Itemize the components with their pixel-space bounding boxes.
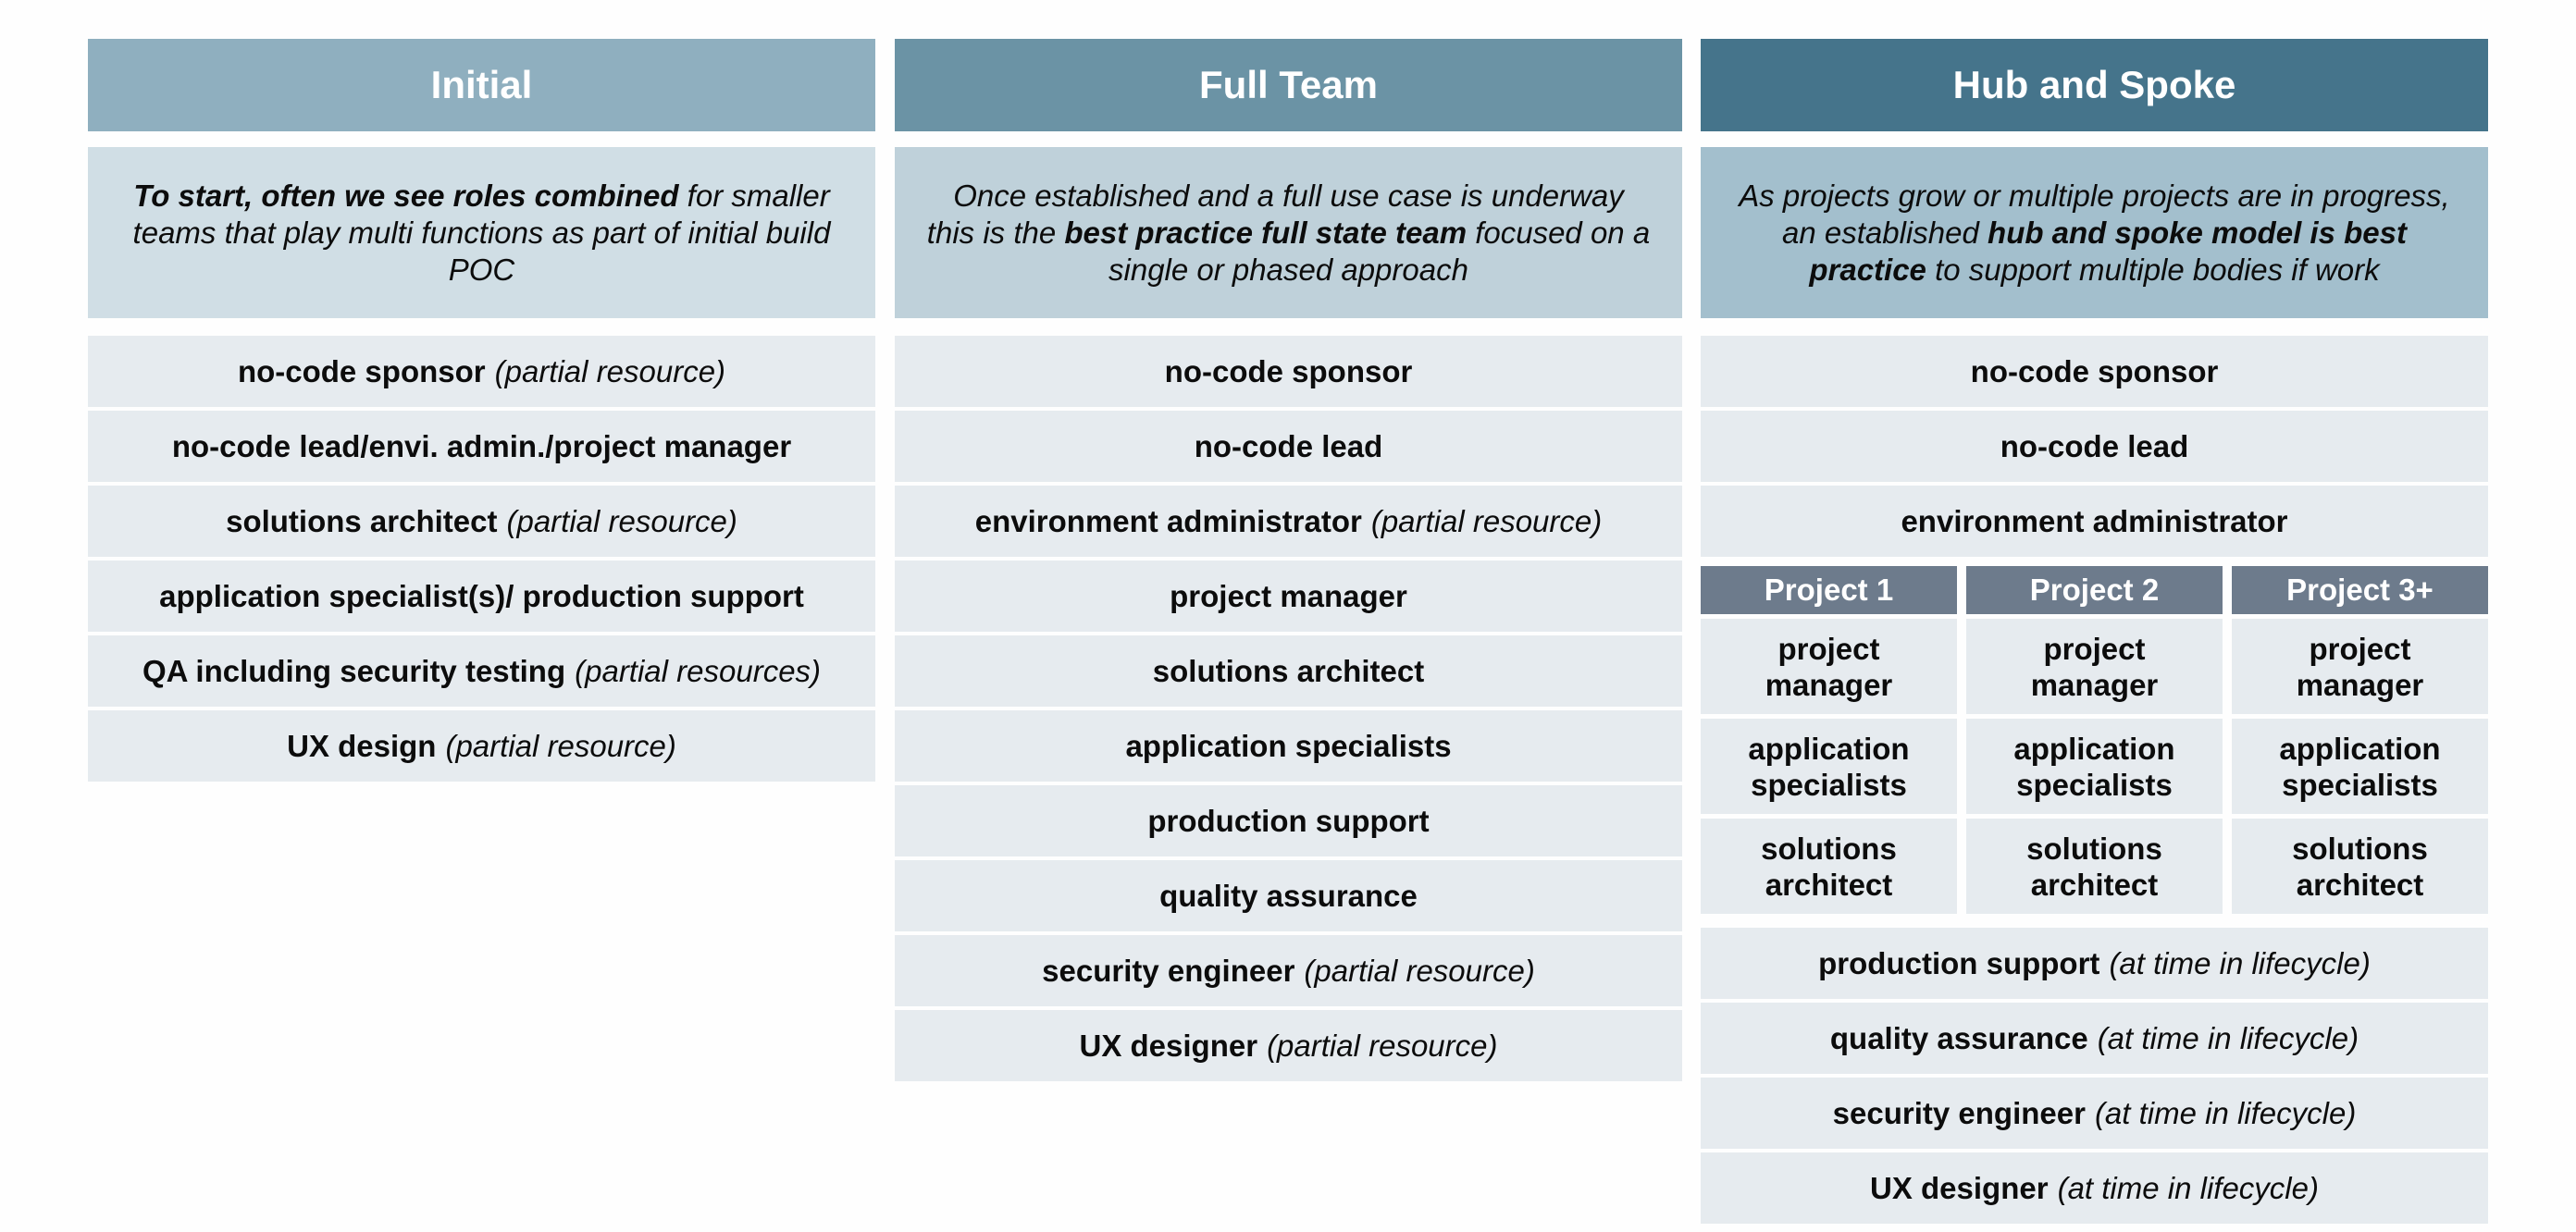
description-bold: hub and spoke model is best practice <box>1809 215 2407 287</box>
project-header: Project 3+ <box>2232 566 2488 614</box>
role-row: UX designer(at time in lifecycle) <box>1701 1152 2488 1224</box>
column-header-full-team: Full Team <box>895 39 1682 131</box>
description-bold: To start, often we see roles combined <box>133 178 679 213</box>
description-text: As projects grow or multiple projects ar… <box>1739 178 2450 250</box>
role-row: quality assurance <box>895 860 1682 931</box>
role-row: UX design(partial resource) <box>88 710 875 782</box>
column-hub-and-spoke: Hub and Spoke As projects grow or multip… <box>1701 39 2488 1227</box>
role-row: application specialists <box>895 710 1682 782</box>
role-note: (at time in lifecycle) <box>2057 1170 2319 1205</box>
project-role: project manager <box>1701 619 1957 714</box>
project-role: solutions architect <box>1966 819 2223 914</box>
role-name: no-code sponsor <box>1970 353 2219 388</box>
description-bold: best practice full state team <box>1064 215 1468 250</box>
role-note: (partial resource) <box>1370 503 1603 538</box>
project-role: solutions architect <box>2232 819 2488 914</box>
role-name: solutions architect <box>226 503 498 538</box>
project-column: Project 1 project manager application sp… <box>1701 566 1957 914</box>
role-note: (partial resource) <box>445 728 676 763</box>
project-role: solutions architect <box>1701 819 1957 914</box>
role-row: UX designer (partial resource) <box>895 1010 1682 1081</box>
column-description-full-team: Once established and a full use case is … <box>895 147 1682 318</box>
role-name: no-code sponsor <box>1164 353 1413 388</box>
role-note: (partial resources) <box>575 653 822 688</box>
role-row: solutions architect <box>895 635 1682 707</box>
role-row: no-code lead <box>895 411 1682 482</box>
project-role: application specialists <box>1966 719 2223 814</box>
project-column: Project 3+ project manager application s… <box>2232 566 2488 914</box>
role-note: (at time in lifecycle) <box>2109 945 2371 980</box>
project-header: Project 1 <box>1701 566 1957 614</box>
column-description-initial: To start, often we see roles combined fo… <box>88 147 875 318</box>
role-row: project manager <box>895 561 1682 632</box>
role-name: environment administrator <box>974 503 1362 538</box>
role-name: no-code sponsor <box>237 353 486 388</box>
description-text: for smaller teams that play multi functi… <box>132 178 831 287</box>
role-note: (partial resource) <box>1304 953 1535 988</box>
role-name: no-code lead <box>2000 428 2189 463</box>
role-list-hub: no-code sponsor no-code lead environment… <box>1701 336 2488 557</box>
role-name: production support <box>1147 803 1430 838</box>
role-name: quality assurance <box>1159 878 1418 913</box>
role-name: production support <box>1818 945 2100 980</box>
role-note: (at time in lifecycle) <box>2097 1020 2359 1055</box>
role-row: security engineer (partial resource) <box>895 935 1682 1006</box>
role-name: QA including security testing <box>142 653 566 688</box>
role-name: security engineer <box>1042 953 1295 988</box>
column-header-initial: Initial <box>88 39 875 131</box>
role-name: UX designer <box>1079 1028 1258 1063</box>
role-row: QA including security testing (partial re… <box>88 635 875 707</box>
project-role: application specialists <box>1701 719 1957 814</box>
role-row: no-code sponsor(partial resource) <box>88 336 875 407</box>
column-header-hub-and-spoke: Hub and Spoke <box>1701 39 2488 131</box>
role-row: no-code sponsor <box>1701 336 2488 407</box>
role-row: environment administrator <box>1701 486 2488 557</box>
role-row: environment administrator(partial resour… <box>895 486 1682 557</box>
role-row: security engineer(at time in lifecycle) <box>1701 1078 2488 1149</box>
column-initial: Initial To start, often we see roles com… <box>88 39 875 785</box>
role-row: production support (at time in lifecycle) <box>1701 928 2488 999</box>
role-name: application specialists <box>1125 728 1452 763</box>
role-row: application specialist(s)/ production su… <box>88 561 875 632</box>
role-row: no-code sponsor <box>895 336 1682 407</box>
project-role: project manager <box>2232 619 2488 714</box>
role-name: security engineer <box>1832 1095 2086 1130</box>
role-row: solutions architect(partial resource) <box>88 486 875 557</box>
role-name: solutions architect <box>1152 653 1425 688</box>
project-header: Project 2 <box>1966 566 2223 614</box>
role-note: (partial resource) <box>506 503 737 538</box>
role-name: UX designer <box>1870 1170 2049 1205</box>
role-row: production support <box>895 785 1682 856</box>
role-list-initial: no-code sponsor(partial resource) no-cod… <box>88 336 875 782</box>
role-list-hub-bottom: production support (at time in lifecycle)… <box>1701 928 2488 1224</box>
role-name: application specialist(s)/ production su… <box>159 578 804 613</box>
column-description-hub-and-spoke: As projects grow or multiple projects ar… <box>1701 147 2488 318</box>
role-row: no-code lead <box>1701 411 2488 482</box>
role-row: no-code lead/envi. admin./project manage… <box>88 411 875 482</box>
project-role: application specialists <box>2232 719 2488 814</box>
project-role: project manager <box>1966 619 2223 714</box>
description-text: focused on a single or phased approach <box>1108 215 1651 287</box>
project-grid: Project 1 project manager application sp… <box>1701 566 2488 914</box>
role-name: environment administrator <box>1901 503 2288 538</box>
role-name: no-code lead/envi. admin./project manage… <box>171 428 792 463</box>
role-row: quality assurance (at time in lifecycle) <box>1701 1003 2488 1074</box>
role-name: no-code lead <box>1194 428 1383 463</box>
role-list-full-team: no-code sponsor no-code lead environment… <box>895 336 1682 1081</box>
role-name: quality assurance <box>1829 1020 2088 1055</box>
project-column: Project 2 project manager application sp… <box>1966 566 2223 914</box>
role-name: project manager <box>1170 578 1407 613</box>
role-note: (partial resource) <box>494 353 726 388</box>
role-note: (at time in lifecycle) <box>2094 1095 2357 1130</box>
description-text: Once established and a full use case is … <box>926 178 1624 250</box>
column-full-team: Full Team Once established and a full us… <box>895 39 1682 1085</box>
role-note: (partial resource) <box>1267 1028 1498 1063</box>
description-text: to support multiple bodies if work <box>1926 252 2380 287</box>
role-name: UX design <box>287 728 437 763</box>
